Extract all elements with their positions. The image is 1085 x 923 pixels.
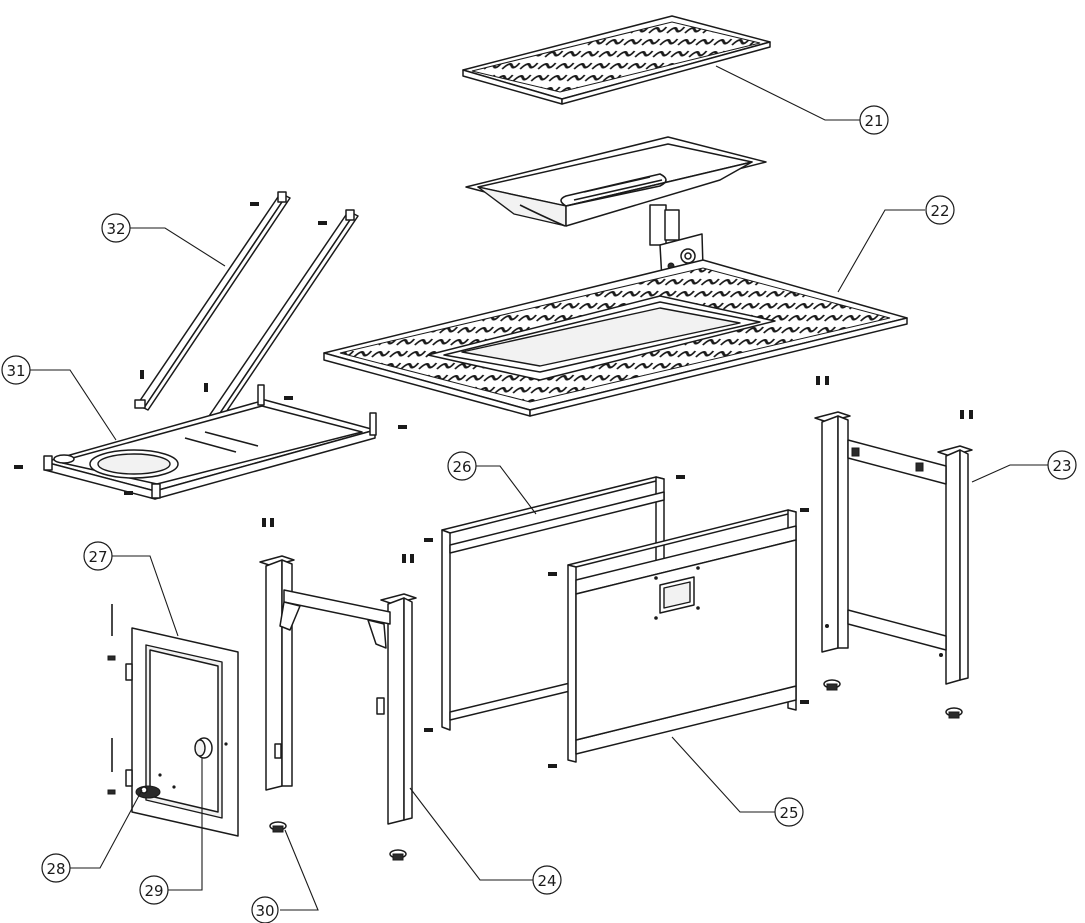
callout-27: 27 [83, 541, 113, 571]
callout-26: 26 [447, 451, 477, 481]
part-27-door [107, 604, 239, 837]
callout-32: 32 [101, 213, 131, 243]
callout-28: 28 [41, 853, 71, 883]
callout-25: 25 [774, 797, 804, 827]
part-21-lid [462, 15, 771, 105]
callout-25-label: 25 [779, 804, 798, 822]
callout-21-label: 21 [864, 112, 883, 130]
callout-29-label: 29 [144, 882, 163, 900]
leader-lines [29, 65, 1048, 911]
callout-27-label: 27 [88, 548, 107, 566]
part-30-feet [269, 679, 963, 861]
screws [14, 202, 973, 768]
part-25-front-panel [567, 509, 797, 763]
callout-30: 30 [251, 896, 279, 923]
callout-24-label: 24 [537, 872, 556, 890]
part-22-table-top [323, 259, 908, 417]
callout-31: 31 [1, 355, 31, 385]
part-29-knob [194, 737, 213, 759]
part-28-latch [135, 785, 161, 799]
callout-23: 23 [1047, 450, 1077, 480]
part-22-burner-pan [465, 136, 767, 227]
callout-28-label: 28 [46, 860, 65, 878]
callout-23-label: 23 [1052, 457, 1071, 475]
callout-29: 29 [139, 875, 169, 905]
callout-26-label: 26 [452, 458, 471, 476]
part-31-base-tray [43, 384, 377, 500]
part-32-braces [134, 191, 359, 428]
callout-22-label: 22 [930, 202, 949, 220]
callout-32-label: 32 [106, 220, 125, 238]
callout-21: 21 [859, 105, 889, 135]
part-23-right-leg-frame [814, 411, 973, 685]
callout-22: 22 [925, 195, 955, 225]
part-24-left-leg-frame [259, 555, 417, 825]
callout-30-label: 30 [255, 902, 274, 920]
callout-24: 24 [532, 865, 562, 895]
callout-31-label: 31 [6, 362, 25, 380]
